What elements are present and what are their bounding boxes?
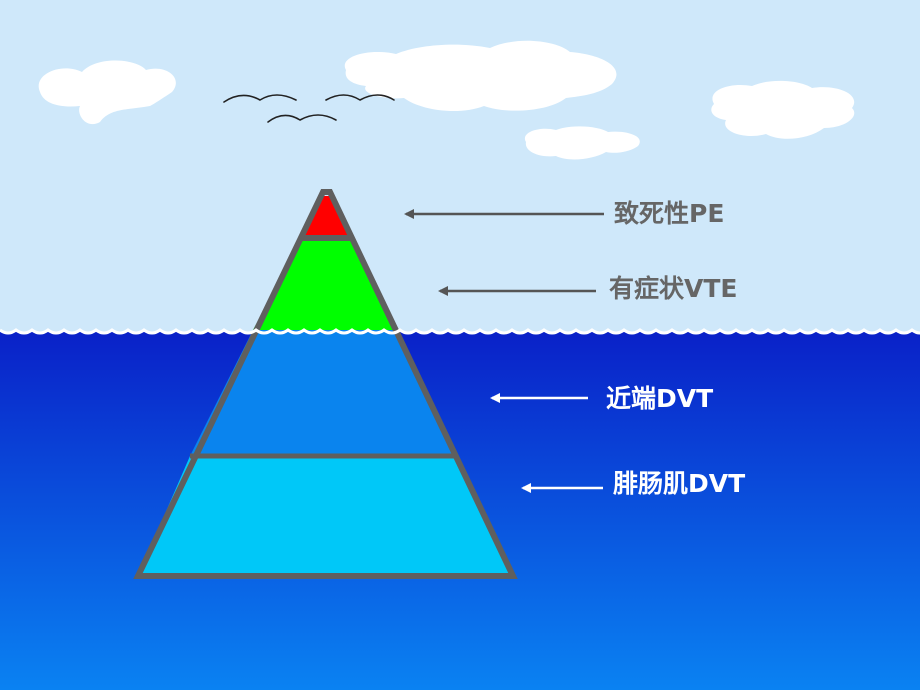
clouds — [38, 40, 855, 160]
bird-icon — [267, 114, 337, 123]
arrows — [404, 209, 604, 493]
bird-icon — [325, 94, 395, 101]
pyramid-outline — [133, 189, 518, 579]
tier-calf-dvt — [138, 456, 513, 576]
waterline — [0, 328, 920, 335]
tier-symptomatic-vte — [253, 238, 393, 330]
tier-fatal-pe — [302, 196, 350, 238]
cloud-icon — [344, 40, 617, 112]
label-proximal-dvt: 近端DVT — [606, 384, 714, 413]
cloud-icon — [524, 126, 640, 160]
bird-icon — [223, 94, 297, 103]
arrow-head-icon — [438, 286, 448, 296]
tier-proximal-dvt — [190, 330, 456, 456]
cloud-icon — [38, 60, 176, 125]
label-fatal-pe: 致死性PE — [614, 199, 725, 228]
arrow-head-icon — [490, 393, 500, 403]
iceberg-pyramid — [133, 189, 518, 579]
label-calf-dvt: 腓肠肌DVT — [613, 469, 746, 498]
arrow-head-icon — [521, 483, 531, 493]
birds — [223, 94, 395, 123]
cloud-icon — [711, 80, 855, 139]
arrow-head-icon — [404, 209, 414, 219]
label-symptomatic-vte: 有症状VTE — [609, 274, 738, 303]
